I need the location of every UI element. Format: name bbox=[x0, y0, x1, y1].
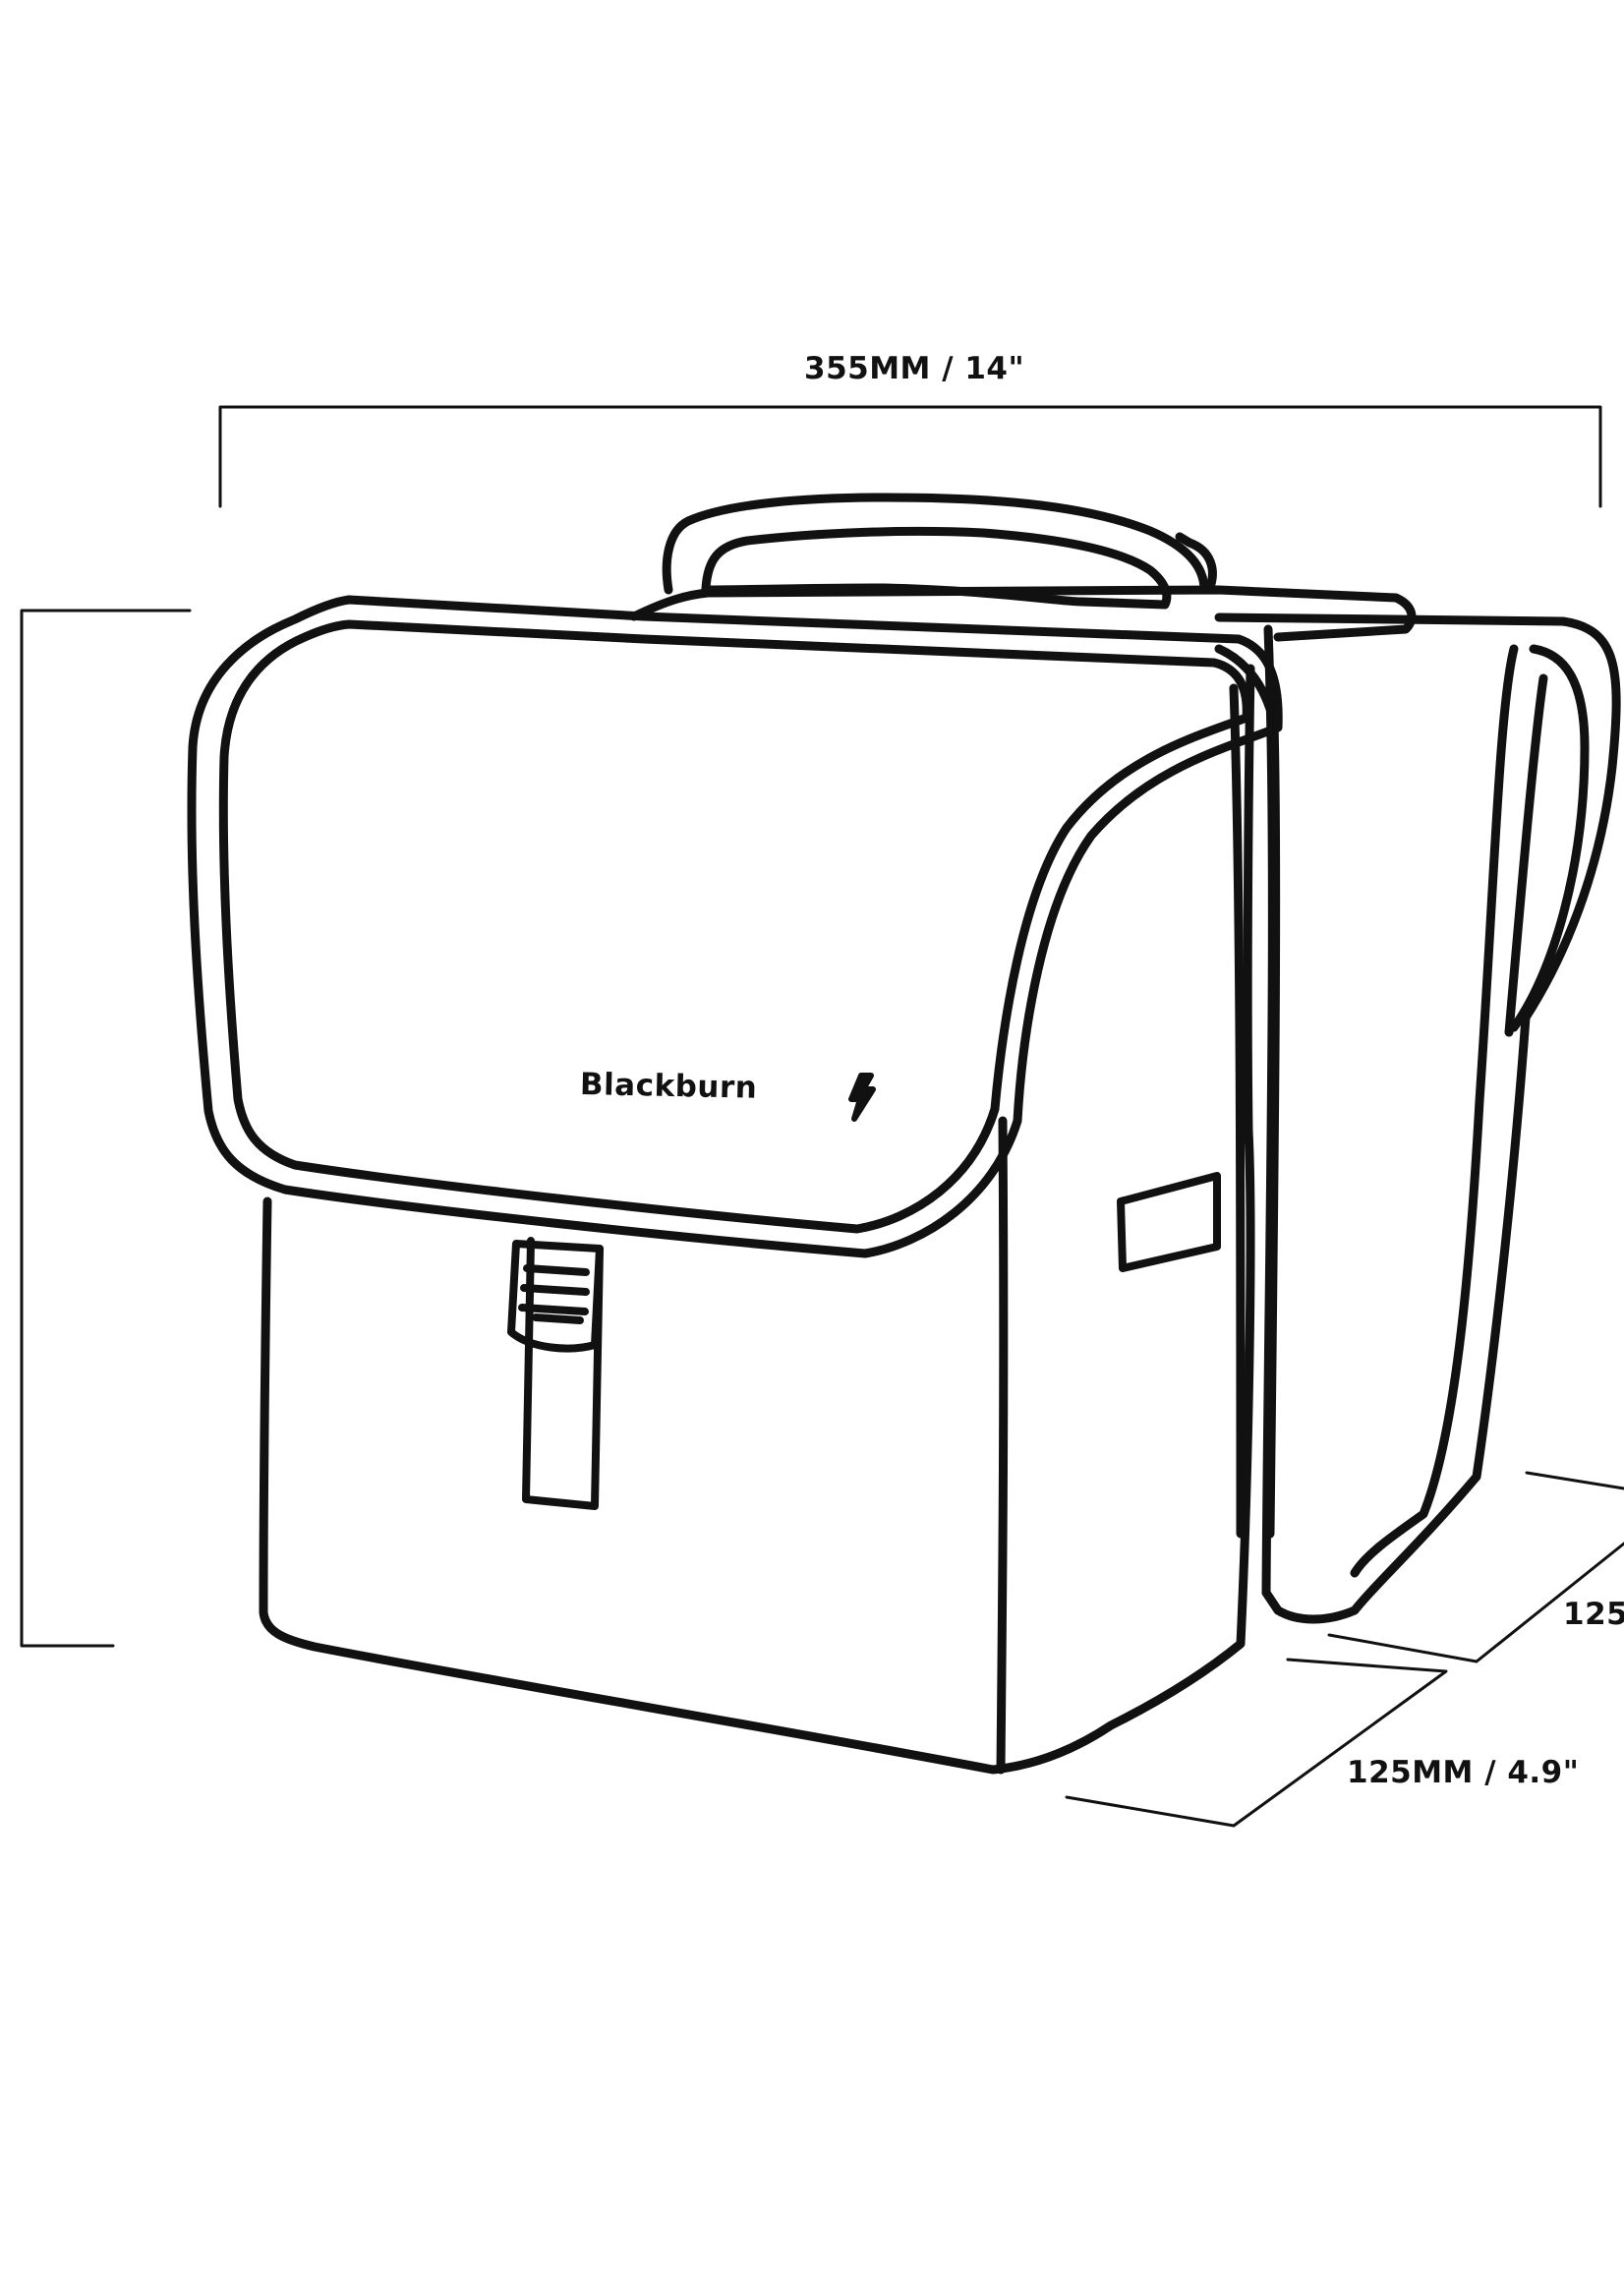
brand-logo-text: Blackburn bbox=[579, 1067, 758, 1106]
front-flap bbox=[187, 595, 1283, 1258]
depth-dimension-line-back bbox=[1327, 1471, 1624, 1663]
width-dimension-label: 355MM / 14" bbox=[804, 351, 1025, 386]
side-edge-strip bbox=[1214, 644, 1281, 1539]
carry-handle bbox=[662, 493, 1209, 610]
depth-dimension-line-front bbox=[1065, 1658, 1448, 1828]
side-reflector-tag bbox=[1117, 1172, 1221, 1272]
depth-front-dimension-label: 125MM / 4.9" bbox=[1347, 1755, 1580, 1790]
width-dimension-line bbox=[218, 405, 1602, 508]
height-dimension-line bbox=[20, 609, 192, 1648]
front-pannier-body bbox=[259, 664, 1255, 1775]
brand-logo: Blackburn bbox=[579, 1067, 758, 1106]
top-panel bbox=[629, 532, 1417, 642]
buckle-strap bbox=[507, 1237, 604, 1510]
depth-back-dimension-label: 125 bbox=[1563, 1597, 1624, 1632]
blackburn-bolt-icon bbox=[848, 1073, 876, 1122]
